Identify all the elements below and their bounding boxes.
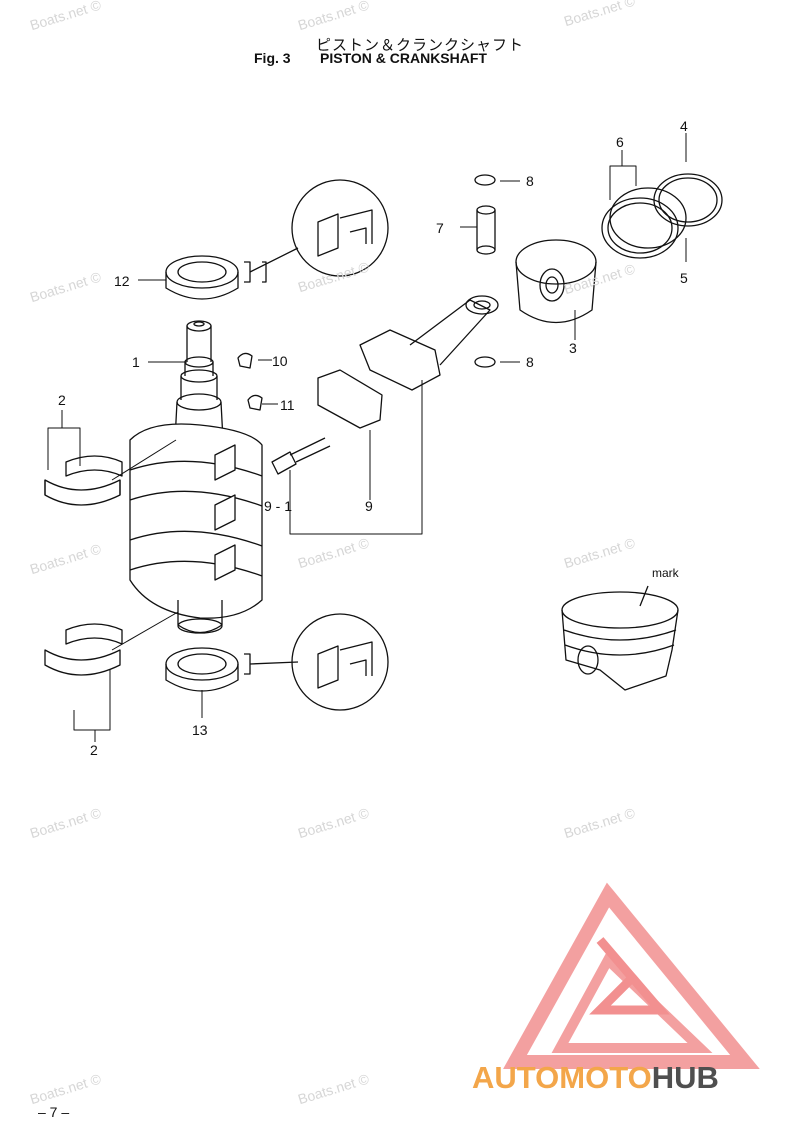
pin-clip-top [474,174,496,186]
callout-3: 3 [569,340,577,356]
woodruff-key-11 [247,394,263,411]
figure-label: Fig. 3 [254,50,291,66]
rod-cap [317,369,383,429]
pin-clip-bottom [474,356,496,368]
callout-9-1: 9 - 1 [264,498,293,514]
callout-2-top: 2 [58,392,66,408]
callout-6: 6 [616,134,624,150]
oil-seal-top [165,255,239,300]
callout-8-bottom: 8 [526,354,534,370]
callout-11: 11 [280,397,295,413]
callout-8-top: 8 [526,173,534,189]
callout-4: 4 [680,118,688,134]
oil-seal-bottom [165,647,239,692]
piston-detail [561,585,679,691]
piston-rings-6 [601,187,687,259]
main-bearing-top [44,455,123,506]
seal-detail-circle-bottom [244,613,389,711]
connecting-rod [359,295,499,391]
callout-10: 10 [272,353,288,369]
piston-ring-4-5 [653,173,723,227]
japanese-title: ピストン＆クランクシャフト [316,36,525,54]
callout-12: 12 [114,273,130,289]
logo-inner-stroke [589,937,670,1015]
page-number: – 7 – [38,1104,70,1120]
callout-1: 1 [132,354,140,370]
callout-9: 9 [365,498,373,514]
leader-lines [47,133,687,742]
logo-text-hub: HUB [651,1060,719,1095]
crankshaft [129,320,263,634]
callout-7: 7 [436,220,444,236]
callout-2-bottom: 2 [90,742,98,758]
figure-title: PISTON & CRANKSHAFT [320,50,487,66]
rod-bolt [271,437,331,475]
callout-13: 13 [192,722,208,738]
logo-wordmark: AUTOMOTOHUB [472,1060,719,1096]
logo-text-automoto: AUTOMOTO [472,1060,652,1095]
seal-detail-circle-top [244,179,389,283]
callout-5: 5 [680,270,688,286]
woodruff-key-10 [237,352,253,369]
main-bearing-bottom [44,623,123,676]
piston-pin [476,205,496,255]
piston [515,239,597,324]
mark-label: mark [652,566,679,580]
